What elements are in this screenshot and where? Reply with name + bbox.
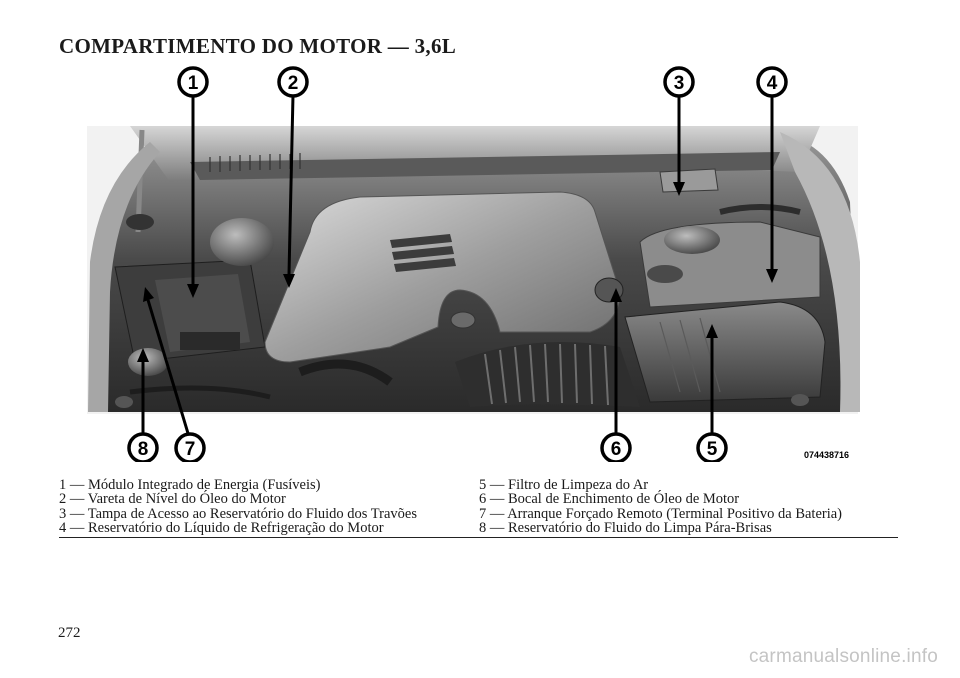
svg-text:4: 4 [767,73,778,94]
engine-photo [87,126,860,414]
callout-leaders [141,94,774,441]
intake-tube [455,342,640,407]
svg-text:8: 8 [138,439,149,460]
callout-4: 4 [756,66,788,98]
callout-7: 7 [174,432,206,462]
callout-8: 8 [127,432,159,462]
callout-6: 6 [600,432,632,462]
legend-column-left: 1 — Módulo Integrado de Energia (Fusívei… [59,478,417,536]
legend-item-1: 1 — Módulo Integrado de Energia (Fusívei… [59,477,321,493]
page-title: COMPARTIMENTO DO MOTOR — 3,6L [59,34,457,58]
svg-text:1: 1 [188,73,199,94]
svg-text:2: 2 [288,73,299,94]
callout-5: 5 [696,432,728,462]
callout-arrowheads [137,182,778,362]
svg-text:6: 6 [611,439,622,460]
engine-compartment-figure: 1 2 3 4 5 6 7 8 074438716 [60,62,900,462]
svg-text:3: 3 [674,73,685,94]
legend-item-4: 4 — Reservatório do Líquido de Refrigera… [59,520,384,537]
legend-item-8: 8 — Reservatório do Fluido do Limpa Pára… [479,520,772,537]
legend-item-3: 3 — Tampa de Acesso ao Reservatório do F… [59,505,417,522]
legend-rule [59,537,898,538]
svg-text:7: 7 [185,439,196,460]
page-number: 272 [58,625,81,641]
legend-item-5: 5 — Filtro de Limpeza do Ar [479,477,649,493]
callout-2: 2 [277,66,309,98]
legend-item-6: 6 — Bocal de Enchimento de Óleo de Motor [479,491,740,508]
legend-item-7: 7 — Arranque Forçado Remoto (Terminal Po… [479,505,843,522]
svg-text:5: 5 [707,439,718,460]
legend-column-right: 5 — Filtro de Limpeza do Ar 6 — Bocal de… [479,478,842,536]
watermark: carmanualsonline.info [748,646,938,667]
callout-3: 3 [663,66,695,98]
legend-item-2: 2 — Vareta de Nível do Óleo do Motor [59,491,286,508]
figure-code: 074438716 [804,450,849,460]
callout-1: 1 [177,66,209,98]
